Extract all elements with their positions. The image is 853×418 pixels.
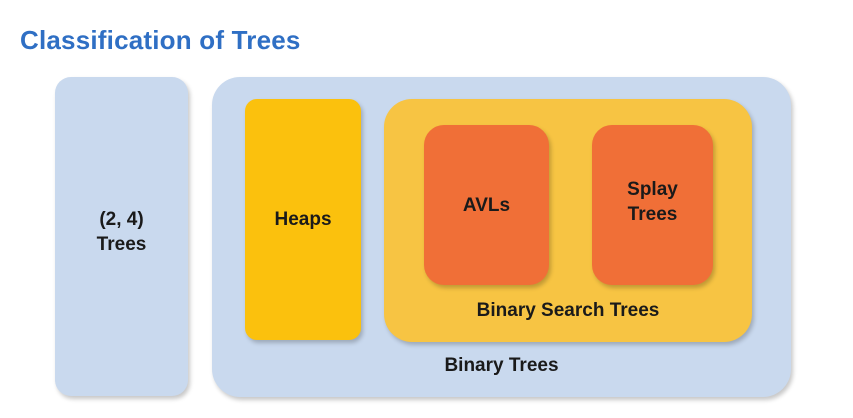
binary-search-trees-label: Binary Search Trees bbox=[476, 300, 660, 321]
two-four-trees-label: (2, 4) Trees bbox=[96, 209, 147, 255]
splay-trees-label: Splay Trees bbox=[627, 179, 678, 225]
avls-box: AVLs bbox=[424, 125, 549, 285]
splay-trees-box: Splay Trees bbox=[592, 125, 713, 285]
page-title: Classification of Trees bbox=[20, 25, 301, 55]
avls-label: AVLs bbox=[462, 195, 511, 216]
binary-trees-label: Binary Trees bbox=[444, 355, 559, 376]
heaps-box: Heaps bbox=[245, 99, 361, 340]
heaps-label: Heaps bbox=[274, 209, 332, 230]
two-four-trees-box: (2, 4) Trees bbox=[55, 77, 188, 396]
